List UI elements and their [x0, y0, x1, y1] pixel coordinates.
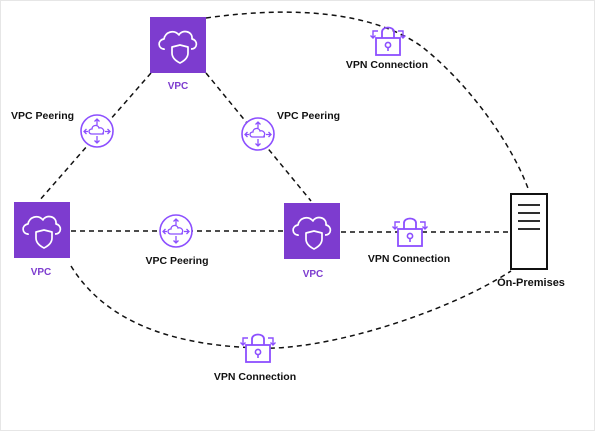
vpc-top-icon — [150, 17, 206, 73]
vpn-center-label: VPN Connection — [367, 253, 451, 265]
vpn-bottom-label: VPN Connection — [213, 371, 297, 383]
vpc-left-icon — [14, 202, 70, 258]
vpn-line-top — [205, 11, 530, 192]
vpn-top-lock-icon — [369, 26, 407, 56]
peering-top-center-label: VPC Peering — [277, 110, 341, 122]
server-icon — [510, 193, 548, 270]
on-premises-label: On-Premises — [497, 277, 565, 289]
vpn-center-lock-icon — [391, 217, 429, 247]
vpn-bottom-lock-icon — [239, 333, 277, 363]
vpc-center-icon — [284, 203, 340, 259]
peering-left-center-icon — [159, 214, 193, 248]
vpc-top-label: VPC — [167, 81, 189, 92]
peering-top-left-label: VPC Peering — [11, 110, 75, 122]
peering-top-center-icon — [241, 117, 275, 151]
peering-top-left-icon — [80, 114, 114, 148]
vpc-center-label: VPC — [302, 269, 324, 280]
vpn-top-label: VPN Connection — [345, 59, 429, 71]
vpc-left-label: VPC — [30, 267, 52, 278]
vpn-line-bottom — [70, 265, 512, 349]
peering-left-center-label: VPC Peering — [145, 255, 209, 267]
